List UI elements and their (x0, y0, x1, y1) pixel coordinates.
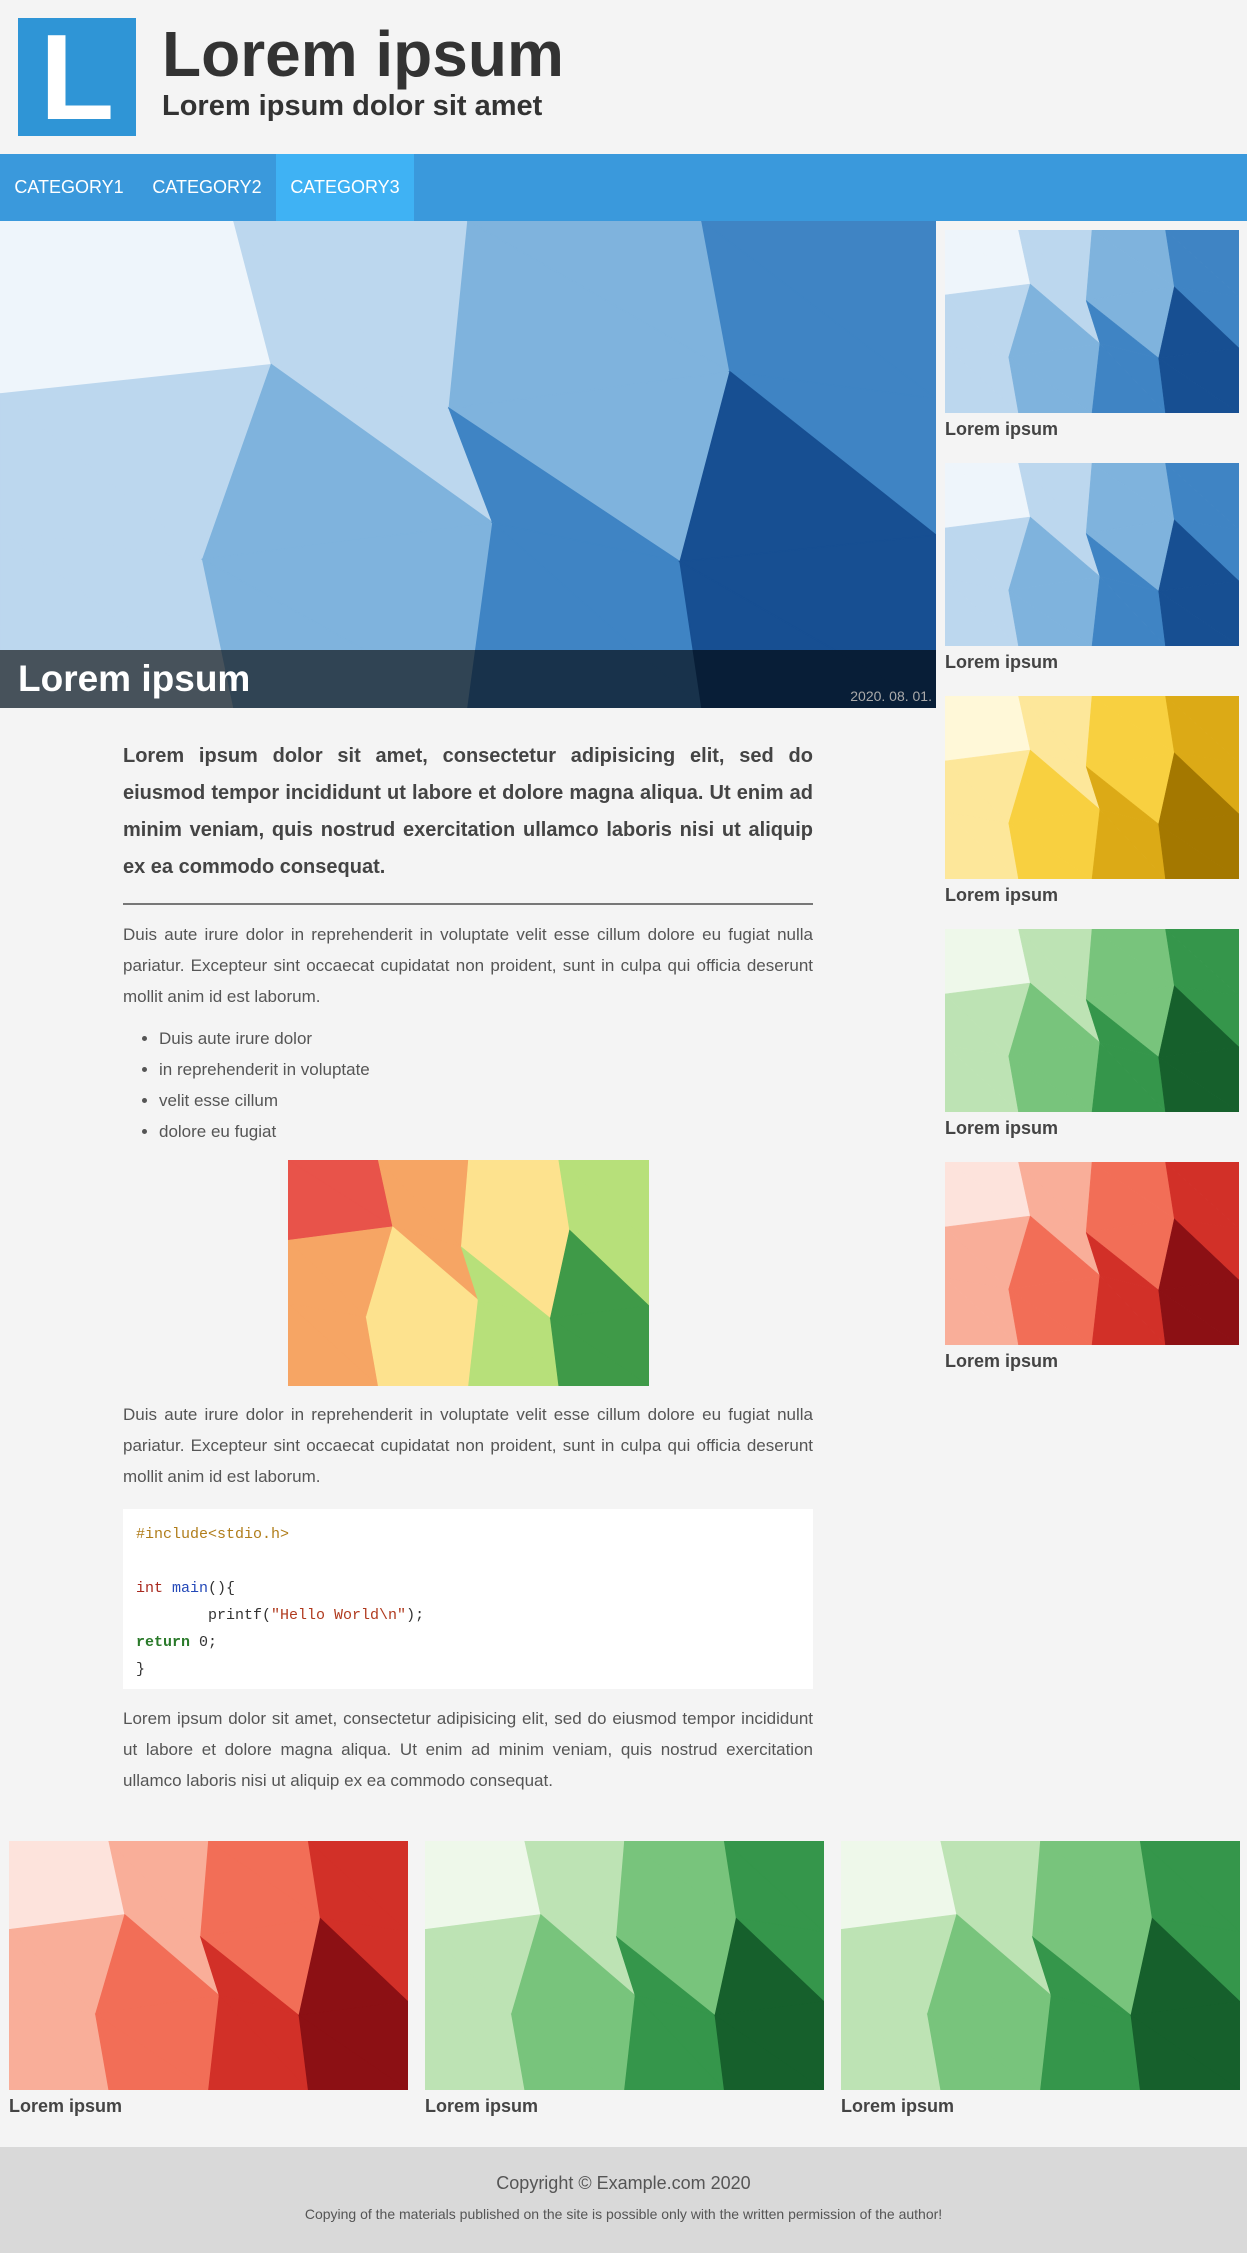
poly-facet (624, 1994, 725, 2090)
list-item: dolore eu fugiat (159, 1116, 813, 1147)
hero-date: 2020. 08. 01. (850, 688, 932, 704)
list-item: velit esse cillum (159, 1085, 813, 1116)
related-card-label[interactable]: Lorem ipsum (425, 2096, 539, 2116)
code-text: ); (406, 1607, 425, 1624)
related-card-image (9, 1841, 408, 2090)
poly-facet (298, 2014, 408, 2090)
related-card[interactable]: Lorem ipsum (425, 1841, 824, 2116)
code-text: 0; (190, 1634, 218, 1651)
poly-facet (1008, 356, 1093, 413)
article-list: Duis aute irure dolor in reprehenderit i… (159, 1023, 813, 1147)
poly-facet (1158, 357, 1239, 413)
poly-facet (1008, 589, 1093, 646)
site-title: Lorem ipsum (162, 18, 564, 90)
site-header: L Lorem ipsum Lorem ipsum dolor sit amet (0, 0, 1247, 153)
poly-facet (1158, 1289, 1239, 1345)
poly-facet (1158, 590, 1239, 646)
related-card-image (841, 1841, 1240, 2090)
poly-facet (425, 1998, 526, 2090)
article-image-graphic (286, 1159, 650, 1387)
code-function: main (172, 1580, 209, 1597)
list-item: Duis aute irure dolor (159, 1023, 813, 1054)
article-paragraph: Duis aute irure dolor in reprehenderit i… (123, 1405, 813, 1486)
sidebar-card-label[interactable]: Lorem ipsum (945, 885, 1059, 905)
poly-facet (510, 2013, 626, 2090)
article-body: Lorem ipsum dolor sit amet, consectetur … (123, 738, 813, 1796)
poly-facet (841, 1998, 942, 2090)
poly-facet (1008, 1055, 1093, 1112)
poly-facet (714, 2014, 824, 2090)
divider (123, 903, 813, 905)
article-paragraph: Lorem ipsum dolor sit amet, consectetur … (123, 1709, 813, 1790)
poly-facet (1008, 822, 1093, 879)
sidebar-card[interactable]: Lorem ipsum (945, 230, 1239, 439)
site-logo[interactable]: L (18, 9, 136, 145)
code-text: (){ (208, 1580, 236, 1597)
poly-facet (1008, 1288, 1093, 1345)
hero-image (0, 221, 936, 708)
poly-facet (945, 578, 1019, 646)
hero-featured-post[interactable]: Lorem ipsum 2020. 08. 01. (0, 221, 936, 708)
poly-facet (1158, 1056, 1239, 1112)
sidebar-card[interactable]: Lorem ipsum (945, 1162, 1239, 1371)
code-keyword: return (136, 1634, 191, 1651)
related-card[interactable]: Lorem ipsum (841, 1841, 1240, 2116)
code-text: printf( (208, 1607, 272, 1624)
sidebar-card-image (945, 929, 1239, 1112)
poly-facet (1091, 808, 1166, 879)
poly-facet (9, 1998, 110, 2090)
code-block: #include<stdio.h> int main(){ printf("He… (123, 1509, 813, 1689)
related-card-label[interactable]: Lorem ipsum (9, 2096, 123, 2116)
poly-facet (945, 1277, 1019, 1345)
code-string: "Hello World\n" (271, 1607, 407, 1624)
related-card-label[interactable]: Lorem ipsum (841, 2096, 955, 2116)
poly-facet (1130, 2014, 1240, 2090)
footer-copyright: Copyright © Example.com 2020 (496, 2173, 751, 2193)
code-keyword: int (136, 1580, 164, 1597)
footer-note: Copying of the materials published on th… (304, 2206, 943, 2222)
list-item: in reprehenderit in voluptate (159, 1054, 813, 1085)
nav-item-category3[interactable]: CATEGORY3 (276, 154, 414, 221)
sidebar-card-label[interactable]: Lorem ipsum (945, 1351, 1059, 1371)
sidebar-card-image (945, 230, 1239, 413)
poly-facet (1091, 342, 1166, 413)
sidebar-card-label[interactable]: Lorem ipsum (945, 1118, 1059, 1138)
code-text: } (136, 1661, 146, 1678)
sidebar-card[interactable]: Lorem ipsum (945, 696, 1239, 905)
poly-facet (945, 345, 1019, 413)
article-paragraph: Duis aute irure dolor in reprehenderit i… (123, 925, 813, 1006)
nav-item-category2[interactable]: CATEGORY2 (152, 177, 262, 197)
poly-facet (926, 2013, 1042, 2090)
poly-facet (208, 1994, 309, 2090)
code-include: #include<stdio.h> (136, 1526, 290, 1543)
sidebar-card-label[interactable]: Lorem ipsum (945, 419, 1059, 439)
sidebar-card-image (945, 696, 1239, 879)
poly-facet (1040, 1994, 1141, 2090)
poly-facet (94, 2013, 210, 2090)
site-subtitle: Lorem ipsum dolor sit amet (162, 90, 543, 122)
poly-facet (1091, 575, 1166, 646)
sidebar-card[interactable]: Lorem ipsum (945, 463, 1239, 672)
logo-letter: L (39, 9, 115, 145)
hero-title[interactable]: Lorem ipsum (18, 658, 251, 699)
poly-facet (945, 1044, 1019, 1112)
nav-item-category1[interactable]: CATEGORY1 (14, 177, 124, 197)
related-card-image (425, 1841, 824, 2090)
main-navigation: CATEGORY1 CATEGORY2 CATEGORY3 (0, 154, 1247, 221)
article-lead: Lorem ipsum dolor sit amet, consectetur … (123, 745, 813, 878)
sidebar-card-image (945, 1162, 1239, 1345)
sidebar-card[interactable]: Lorem ipsum (945, 929, 1239, 1138)
poly-facet (1091, 1041, 1166, 1112)
poly-facet (1091, 1274, 1166, 1345)
poly-facet (945, 811, 1019, 879)
article-image (286, 1159, 650, 1387)
sidebar-card-label[interactable]: Lorem ipsum (945, 652, 1059, 672)
hero-caption-bar: Lorem ipsum 2020. 08. 01. (0, 650, 936, 708)
site-footer: Copyright © Example.com 2020 Copying of … (0, 2147, 1247, 2253)
sidebar-card-image (945, 463, 1239, 646)
related-card[interactable]: Lorem ipsum (9, 1841, 408, 2116)
poly-facet (1158, 823, 1239, 879)
